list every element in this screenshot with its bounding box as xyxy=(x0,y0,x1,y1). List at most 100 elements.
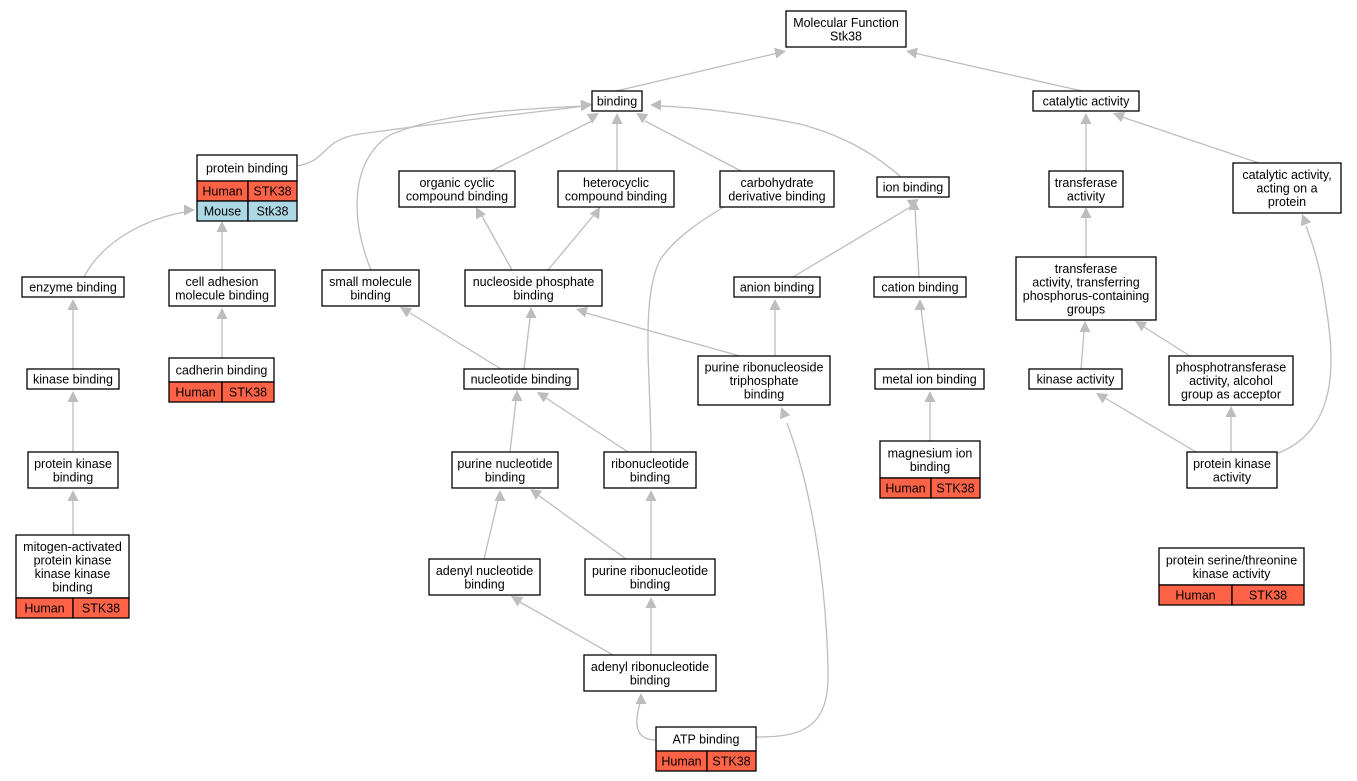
edge-organic_cyclic-to-binding xyxy=(490,113,599,172)
edge-arrowhead-icon xyxy=(1225,406,1237,417)
edge-line xyxy=(1143,326,1191,357)
edge-magnesium-to-metal_ion xyxy=(924,391,936,441)
edge-kinase_binding-to-enzyme_binding xyxy=(67,299,79,369)
edge-enzyme_binding-to-protein_binding xyxy=(83,204,195,278)
term-box xyxy=(1048,170,1124,208)
go-term-enzyme-binding[interactable]: enzyme binding xyxy=(21,276,125,298)
edge-arrowhead-icon xyxy=(511,596,524,607)
edge-adenyl_nucleotide-to-purine_nucleotide xyxy=(483,490,506,560)
edge-line xyxy=(636,702,657,741)
term-label: triphosphate xyxy=(730,374,799,388)
species-label: Human xyxy=(24,602,64,616)
edge-arrowhead-icon xyxy=(774,47,786,59)
edge-arrowhead-icon xyxy=(908,199,920,210)
term-box xyxy=(603,451,697,489)
edge-catalytic-to-mf xyxy=(906,47,1083,92)
edge-arrowhead-icon xyxy=(924,391,936,402)
term-label: phosphorus-containing xyxy=(1023,289,1150,303)
edge-mapkkk-to-protein_kinase_binding xyxy=(67,490,79,535)
term-label: kinase binding xyxy=(33,373,113,387)
term-label: kinase activity xyxy=(1037,373,1116,387)
go-term-catalytic[interactable]: catalytic activity xyxy=(1032,90,1140,112)
term-box xyxy=(26,368,120,390)
term-box xyxy=(1015,256,1157,321)
term-label: binding xyxy=(630,673,670,687)
edge-small_molecule-to-binding xyxy=(356,99,592,271)
term-box xyxy=(876,176,950,198)
term-box xyxy=(733,276,821,298)
gene-cell xyxy=(221,381,275,403)
edge-line xyxy=(1080,331,1085,370)
edge-metal_ion-to-cation_binding xyxy=(914,299,930,370)
edge-transferase-to-catalytic xyxy=(1080,113,1092,171)
edge-line xyxy=(1121,116,1260,164)
term-box xyxy=(583,654,717,692)
term-label: purine ribonucleotide xyxy=(592,564,708,578)
edge-line xyxy=(509,399,517,453)
species-label: Human xyxy=(885,482,925,496)
go-term-nucleotide-binding[interactable]: nucleotide binding xyxy=(463,368,579,390)
term-box xyxy=(584,558,716,596)
edge-arrowhead-icon xyxy=(400,307,413,318)
edge-nucleotide_binding-to-nucleoside_phosphate xyxy=(523,307,537,370)
go-term-ion-binding[interactable]: ion binding xyxy=(876,176,950,198)
edge-purine_ribonucleoside_tp-to-nucleoside_phosphate xyxy=(576,306,741,357)
go-term-metal-ion[interactable]: metal ion binding xyxy=(874,368,985,390)
gene-label: STK38 xyxy=(82,602,120,616)
term-label: compound binding xyxy=(406,189,508,203)
go-term-kinase-binding[interactable]: kinase binding xyxy=(26,368,120,390)
term-box xyxy=(428,558,541,596)
go-term-cation-binding[interactable]: cation binding xyxy=(873,276,967,298)
go-term-kinase-activity[interactable]: kinase activity xyxy=(1028,368,1123,390)
edge-ribonucleotide-to-carbohydrate xyxy=(647,189,753,453)
edge-line xyxy=(545,397,629,453)
term-box xyxy=(557,170,675,208)
edge-anion_binding-to-ion_binding xyxy=(792,199,919,278)
term-label: activity, transferring xyxy=(1032,275,1139,289)
edge-arrowhead-icon xyxy=(216,308,228,319)
term-box xyxy=(1232,162,1342,214)
edge-arrowhead-icon xyxy=(650,99,661,111)
go-term-anion-binding[interactable]: anion binding xyxy=(733,276,821,298)
edge-line xyxy=(356,105,585,271)
term-label: molecule binding xyxy=(175,288,269,302)
edge-cadherin-to-cell_adhesion xyxy=(216,308,228,358)
edge-arrowhead-icon xyxy=(184,204,195,216)
edge-arrowhead-icon xyxy=(914,299,926,310)
gene-cell xyxy=(706,750,757,772)
term-box xyxy=(874,368,985,390)
term-label: metal ion binding xyxy=(882,373,977,387)
go-term-binding[interactable]: binding xyxy=(591,90,643,112)
gene-label: STK38 xyxy=(253,185,291,199)
edge-line xyxy=(644,120,742,172)
term-box xyxy=(879,440,981,479)
edge-line xyxy=(920,308,930,370)
species-label: Mouse xyxy=(204,205,242,219)
